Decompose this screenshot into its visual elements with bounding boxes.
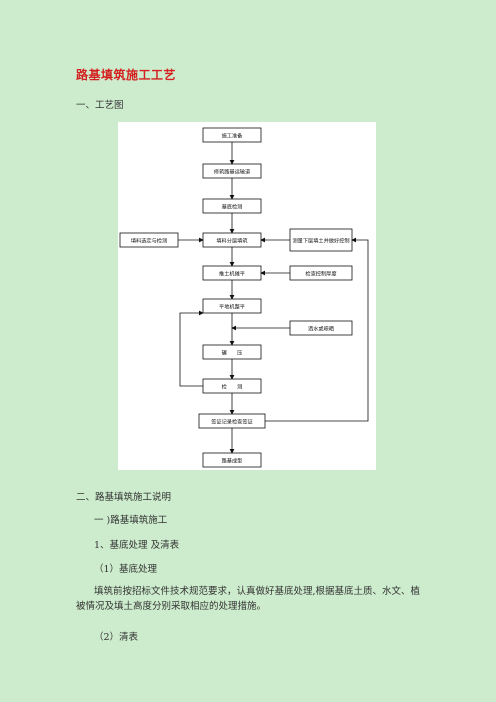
flowchart-svg: 施工准备 修筑路基运输道 基底检测 填料分层填筑 推土机摊平 平地机整平 碾 压…: [119, 127, 369, 468]
label-sign: 签证记录检查签证: [211, 418, 253, 426]
section-heading-flowchart: 一、工艺图: [76, 100, 124, 111]
paragraph-base-treatment: 填筑前按招标文件技术规范要求，认真做好基底处理,根据基底土质、水文、植被情况及填…: [76, 586, 421, 612]
label-prep: 施工准备: [222, 132, 244, 140]
label-spread: 推土机摊平: [219, 270, 245, 278]
section-heading-description: 二、路基填筑施工说明: [76, 492, 172, 503]
label-access: 修筑路基运输道: [214, 168, 250, 176]
label-material: 填料选定与检测: [131, 237, 167, 245]
label-check: 检 测: [222, 383, 243, 391]
document-title: 路基填筑施工工艺: [76, 68, 177, 82]
label-level: 平地机整平: [219, 303, 245, 311]
item-heading-base-clearing: 1、基底处理 及清表: [94, 540, 180, 551]
subsection-heading: 一 )路基填筑施工: [94, 515, 168, 526]
label-base: 基底检测: [222, 203, 243, 211]
item-heading-base-treatment: （1）基底处理: [94, 564, 158, 575]
item-heading-clearing: （2）清表: [94, 632, 139, 643]
label-moisture: 洒水或晾晒: [308, 325, 334, 333]
label-measure: 测量下层填土并做好控制: [292, 237, 349, 245]
label-thickness: 检查控制厚度: [305, 270, 336, 278]
label-finish: 路基成型: [222, 457, 243, 465]
label-compact: 碾 压: [222, 350, 243, 357]
process-flowchart: 施工准备 修筑路基运输道 基底检测 填料分层填筑 推土机摊平 平地机整平 碾 压…: [118, 122, 376, 470]
label-layer: 填料分层填筑: [216, 237, 248, 245]
